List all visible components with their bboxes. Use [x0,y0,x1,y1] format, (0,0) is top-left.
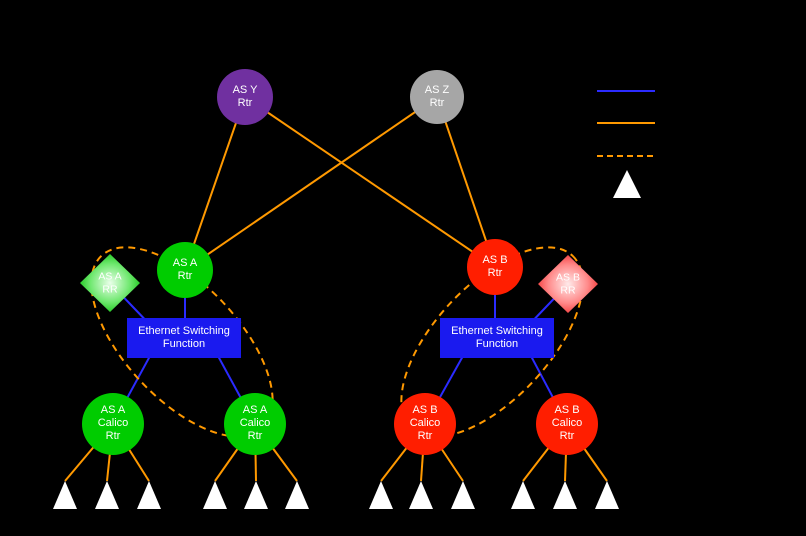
as-b-rtr-node [467,239,523,295]
ebgp-link-asz-asb [436,96,496,268]
as-b-calico-rtr-node-1 [394,393,456,455]
ebgp-link-asz-asa [184,96,438,271]
as-a-rr-node [80,254,140,312]
as-z-rtr-node [410,70,464,124]
rr-session-loop-as-b [400,246,584,438]
as-b-rr-node [538,255,598,313]
legend-workload-triangle-icon [613,170,641,198]
workload-triangle-icon [137,481,161,509]
workload-triangle-icon [409,481,433,509]
workload-triangle-icon [595,481,619,509]
workload-triangle-icon [553,481,577,509]
workload-triangle-icon [95,481,119,509]
workload-triangle-icon [244,481,268,509]
as-b-calico-rtr-node-2 [536,393,598,455]
ebgp-link-asy-asb [244,96,496,268]
esf-box-as-a [127,318,241,358]
esf-box-as-b [440,318,554,358]
as-a-calico-rtr-node-2 [224,393,286,455]
legend [597,90,655,198]
ebgp-link-asy-asa [184,96,246,271]
workload-triangle-icon [203,481,227,509]
workload-triangle-icon [369,481,393,509]
as-a-rtr-node [157,242,213,298]
workload-triangle-icon [451,481,475,509]
workload-triangle-icon [285,481,309,509]
workload-triangle-icon [53,481,77,509]
as-y-rtr-node [217,69,273,125]
as-a-calico-rtr-node-1 [82,393,144,455]
workload-triangle-icon [511,481,535,509]
